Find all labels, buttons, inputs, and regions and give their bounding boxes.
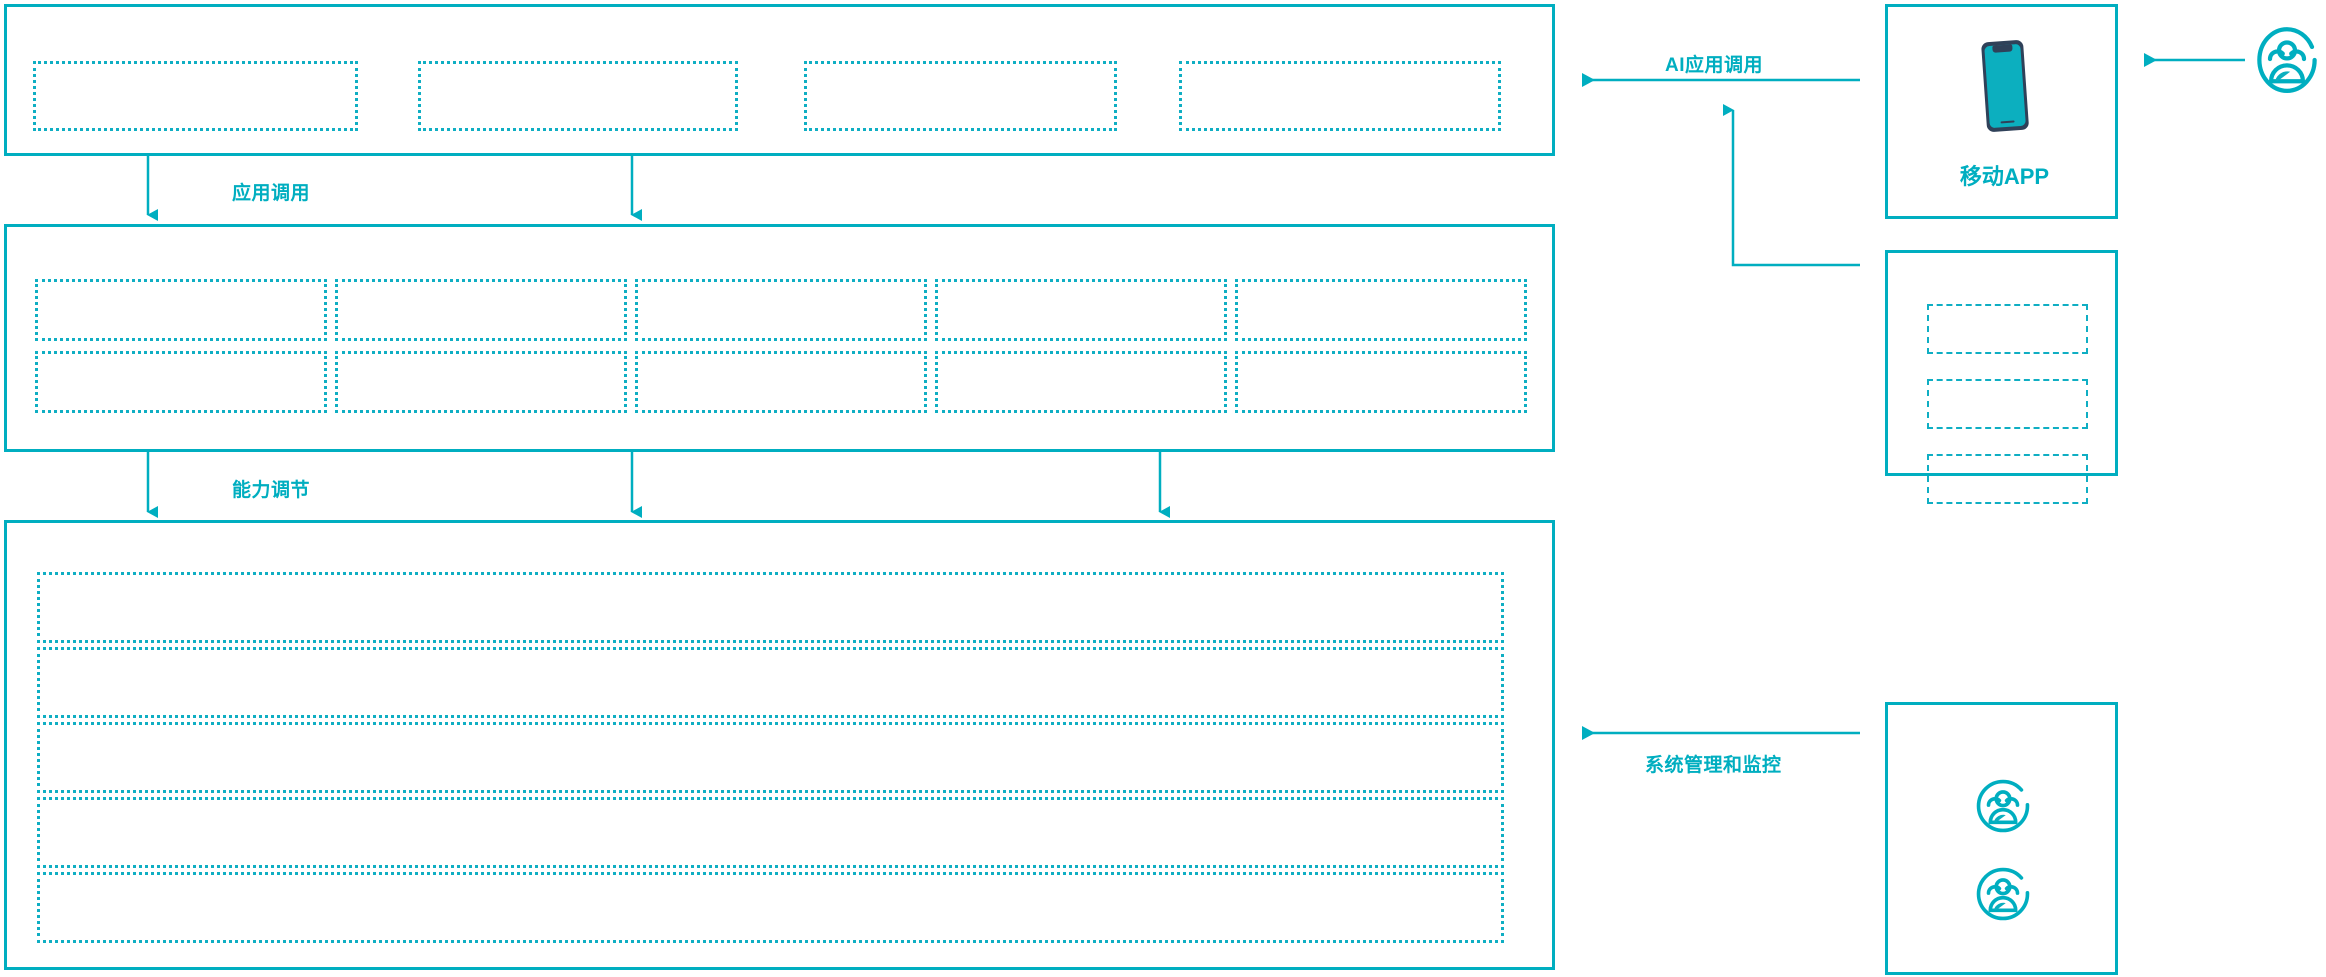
plat-row-2[interactable]	[37, 647, 1504, 718]
cap-slot-r1c1[interactable]	[35, 279, 327, 341]
app-slot-2[interactable]	[418, 61, 738, 131]
channel-slot-1[interactable]	[1927, 304, 2088, 354]
cap-slot-r1c5[interactable]	[1235, 279, 1527, 341]
cap-slot-r2c1[interactable]	[35, 351, 327, 413]
cap-slot-r2c3[interactable]	[635, 351, 927, 413]
application-layer-panel	[4, 4, 1555, 156]
channel-panel	[1885, 250, 2118, 504]
operators-panel	[1885, 702, 2118, 975]
mobile-app-caption: 移动APP	[1959, 164, 2050, 189]
smartphone-icon	[1966, 33, 2044, 138]
channel-slot-3[interactable]	[1927, 454, 2088, 504]
plat-row-3[interactable]	[37, 722, 1504, 793]
cap-slot-r1c3[interactable]	[635, 279, 927, 341]
app-slot-3[interactable]	[804, 61, 1117, 131]
connector-label-sys-monitor: 系统管理和监控	[1645, 755, 1782, 776]
mobile-app-panel[interactable]: 移动APP	[1885, 4, 2118, 219]
cap-slot-r2c4[interactable]	[935, 351, 1227, 413]
connector-label-ability-adjust: 能力调节	[232, 480, 311, 501]
cap-slot-r2c2[interactable]	[335, 351, 627, 413]
cap-slot-r1c4[interactable]	[935, 279, 1227, 341]
platform-layer-panel	[4, 520, 1555, 970]
operator-icon-2[interactable]	[1974, 865, 2032, 923]
app-slot-4[interactable]	[1179, 61, 1501, 131]
plat-row-5[interactable]	[37, 872, 1504, 943]
channel-slot-2[interactable]	[1927, 379, 2088, 429]
cap-slot-r2c5[interactable]	[1235, 351, 1527, 413]
plat-row-1[interactable]	[37, 572, 1504, 643]
capability-layer-panel	[4, 224, 1555, 452]
arrow-channel-riser	[1723, 104, 1860, 267]
connector-label-app-call: 应用调用	[232, 183, 311, 204]
cap-slot-r1c2[interactable]	[335, 279, 627, 341]
plat-row-4[interactable]	[37, 797, 1504, 868]
app-slot-1[interactable]	[33, 61, 358, 131]
end-user-actor-icon[interactable]	[2253, 26, 2321, 94]
operator-icon-1[interactable]	[1974, 777, 2032, 835]
connector-label-ai-app-call: AI应用调用	[1665, 55, 1764, 76]
